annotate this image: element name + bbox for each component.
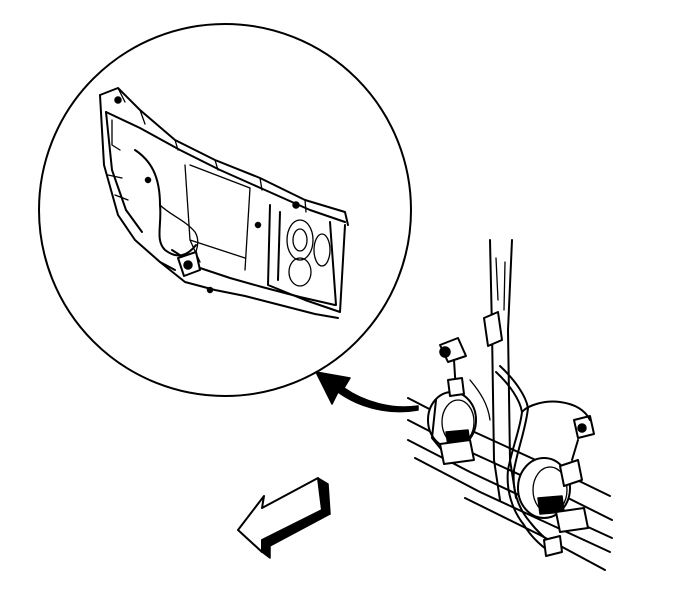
radiator-support-frame [99,87,349,319]
front-direction-arrow [237,477,331,559]
left-horn [427,337,477,465]
detail-view-circle [38,23,412,397]
wiring-harness [469,365,591,557]
callout-arrow [315,371,419,413]
horn-assembly [407,239,613,571]
right-horn [517,415,595,533]
